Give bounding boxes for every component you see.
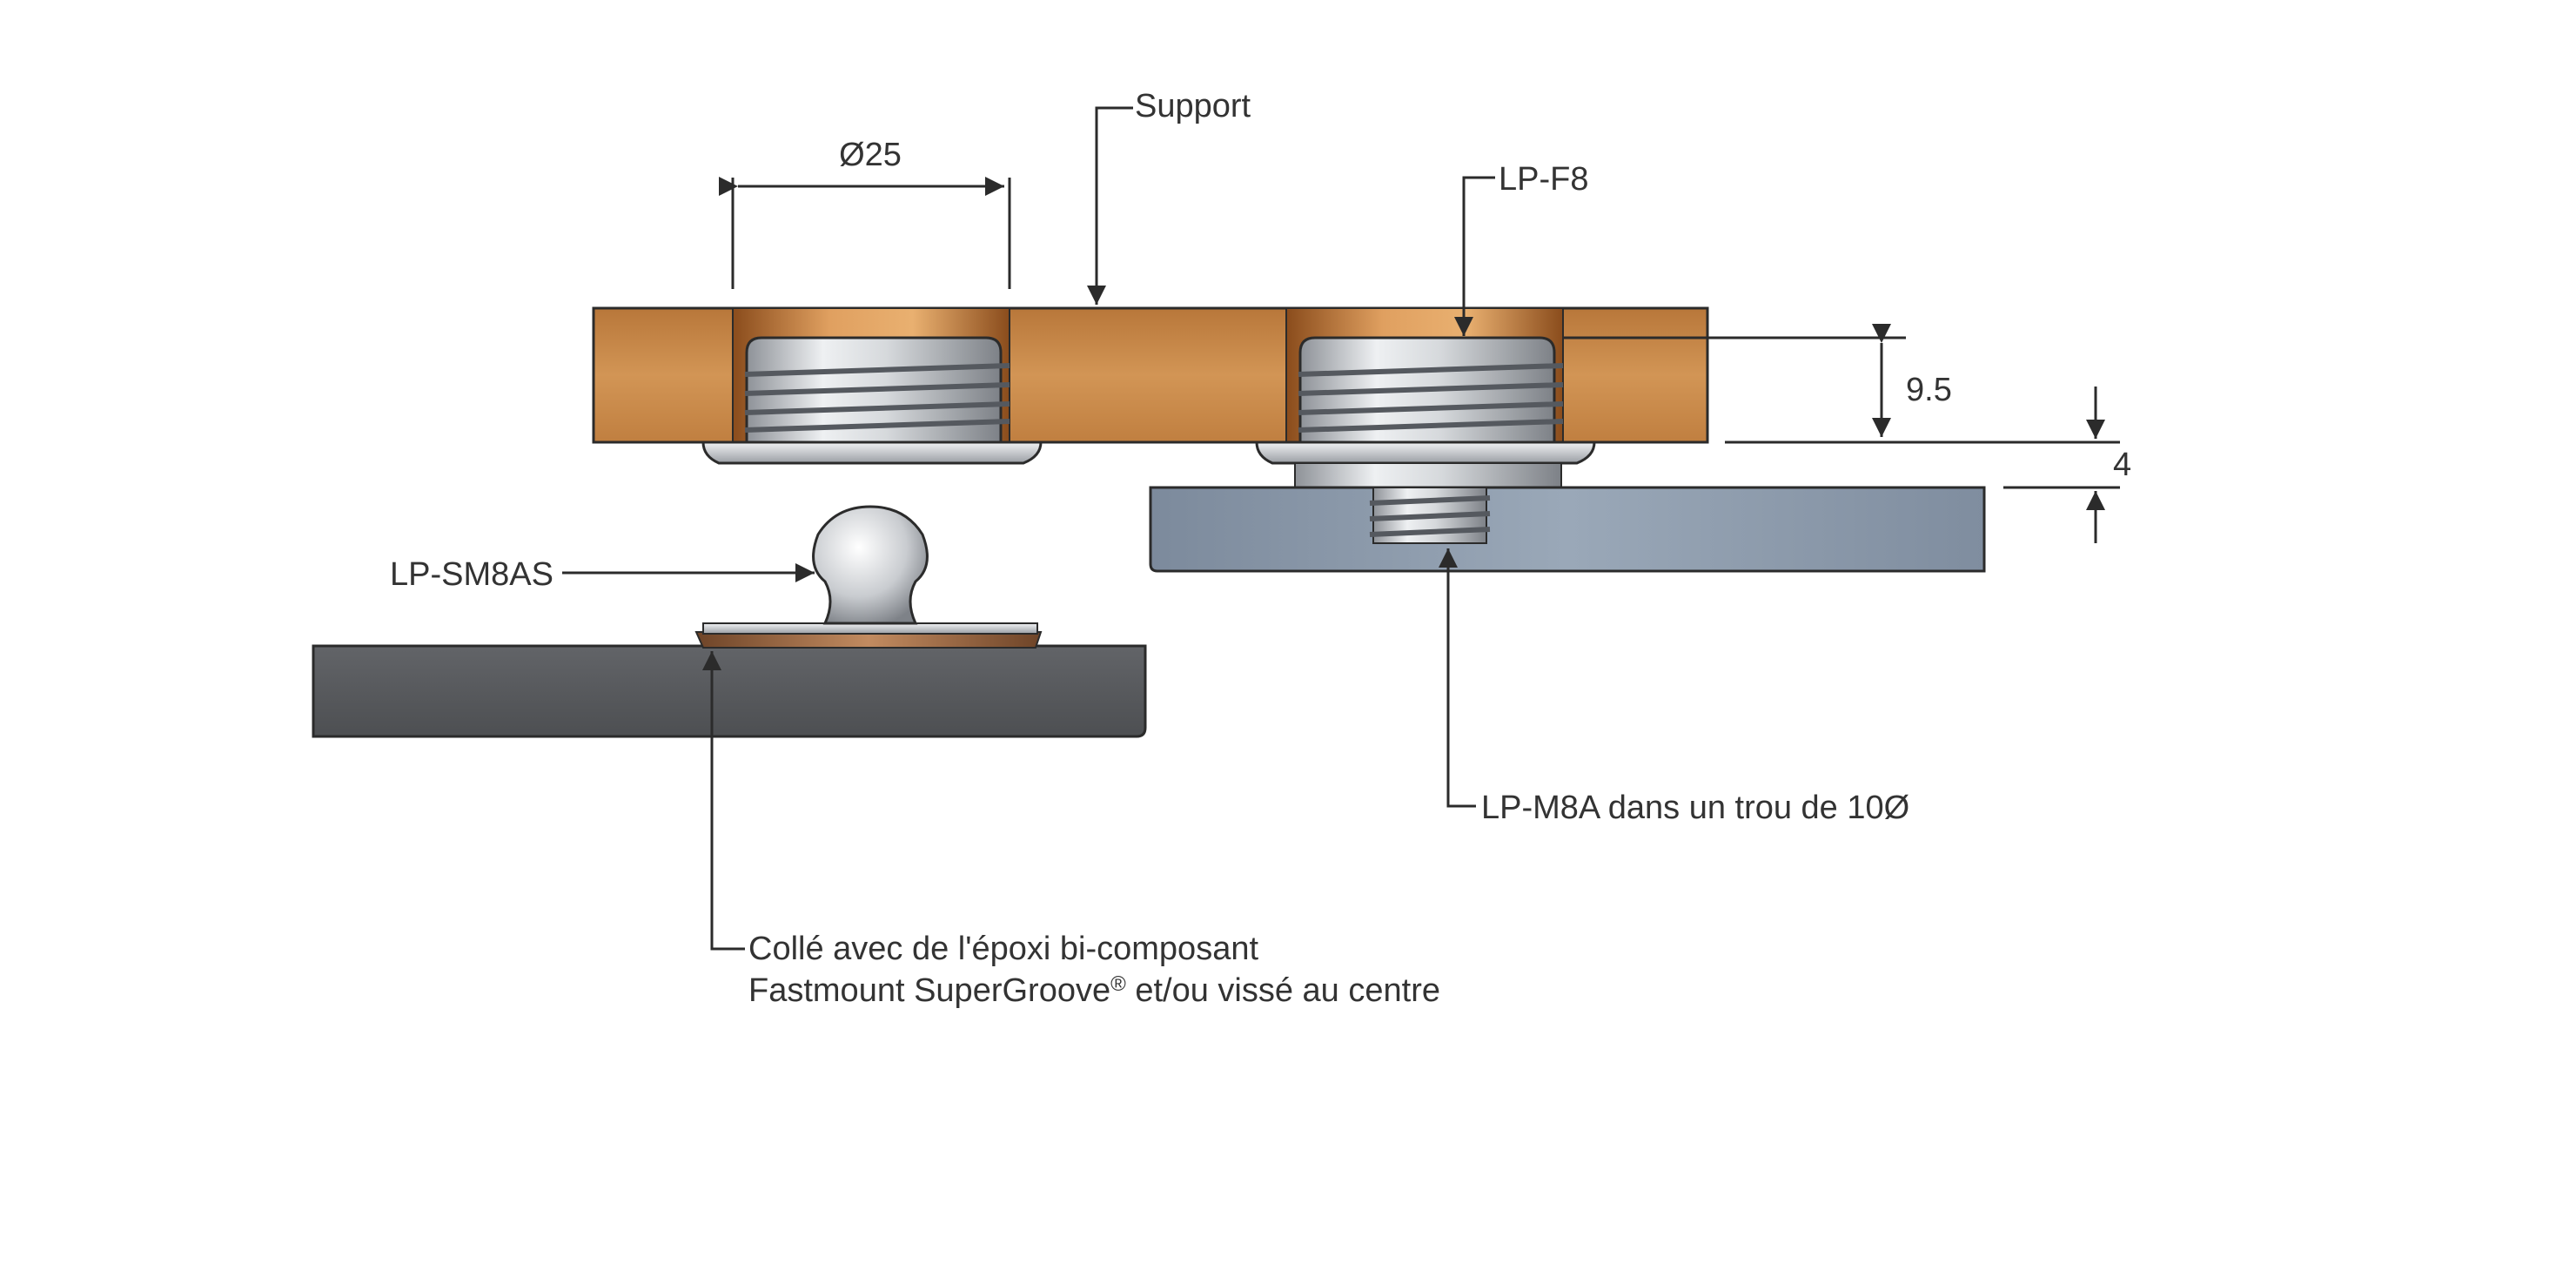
- gap-4-label: 4: [2113, 447, 2131, 483]
- support-leader: [1087, 106, 1133, 305]
- dimension-4: [2003, 387, 2120, 543]
- grey-panel: [312, 644, 1147, 738]
- right-lp-f8-fastener: [1255, 336, 1596, 488]
- left-lp-f8-fastener: [701, 336, 1043, 465]
- support-label: Support: [1135, 88, 1251, 124]
- lp-f8-leader: [1454, 176, 1495, 336]
- dimension-9-5: [1563, 324, 2120, 444]
- height-9-5-label: 9.5: [1906, 372, 1952, 408]
- lp-m8a-leader: [1439, 548, 1476, 808]
- lp-f8-label: LP-F8: [1499, 161, 1588, 198]
- blue-panel: [1149, 486, 1986, 573]
- glue-note-line1: Collé avec de l'époxi bi-composant: [748, 931, 1258, 967]
- lp-sm8as-stud: [694, 505, 1043, 649]
- diameter-label: Ø25: [839, 137, 902, 173]
- glue-leader: [702, 651, 745, 951]
- dimension-diameter: [719, 177, 1011, 289]
- lp-m8a-stud: [1369, 487, 1491, 544]
- lp-sm8as-label: LP-SM8AS: [390, 556, 553, 593]
- glue-note-line2: Fastmount SuperGroove® et/ou vissé au ce…: [748, 972, 1440, 1009]
- lp-m8a-label: LP-M8A dans un trou de 10Ø: [1481, 790, 1909, 826]
- lp-m8a-collar: [1294, 462, 1562, 488]
